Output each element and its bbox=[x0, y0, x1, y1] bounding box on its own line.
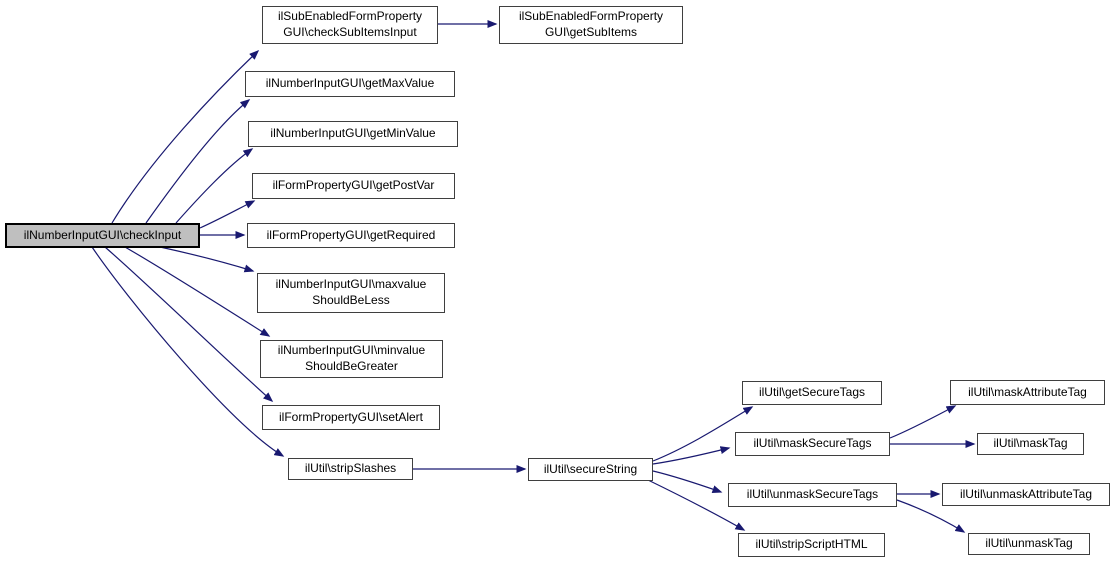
node-maskSecureTags[interactable]: ilUtil\maskSecureTags bbox=[735, 432, 890, 456]
node-stripSlashes[interactable]: ilUtil\stripSlashes bbox=[288, 458, 413, 480]
node-unmaskSecureTags[interactable]: ilUtil\unmaskSecureTags bbox=[728, 483, 897, 507]
edge-checkInput-getMaxValue bbox=[145, 99, 251, 224]
edge-checkInput-setAlert bbox=[104, 246, 274, 402]
edge-secureString-getSecureTags bbox=[652, 406, 754, 462]
node-unmaskAttributeTag[interactable]: ilUtil\unmaskAttributeTag bbox=[942, 483, 1110, 506]
edge-checkInput-minvalueShouldBeGreater bbox=[124, 246, 271, 337]
node-maskTag[interactable]: ilUtil\maskTag bbox=[977, 433, 1084, 455]
node-maxvalueShouldBeLess[interactable]: ilNumberInputGUI\maxvalue ShouldBeLess bbox=[257, 273, 445, 313]
node-unmaskTag[interactable]: ilUtil\unmaskTag bbox=[968, 533, 1090, 555]
node-getPostVar[interactable]: ilFormPropertyGUI\getPostVar bbox=[252, 173, 455, 199]
node-stripScriptHTML[interactable]: ilUtil\stripScriptHTML bbox=[738, 533, 885, 557]
node-checkInput[interactable]: ilNumberInputGUI\checkInput bbox=[5, 223, 200, 248]
edge-unmaskSecureTags-unmaskTag bbox=[896, 499, 966, 533]
edge-secureString-unmaskSecureTags bbox=[652, 470, 723, 493]
node-getSubItems[interactable]: ilSubEnabledFormProperty GUI\getSubItems bbox=[499, 6, 683, 44]
edge-checkInput-maxvalueShouldBeLess bbox=[159, 246, 255, 273]
edge-checkInput-stripSlashes bbox=[91, 246, 285, 457]
edge-secureString-maskSecureTags bbox=[652, 446, 731, 465]
node-getMinValue[interactable]: ilNumberInputGUI\getMinValue bbox=[248, 121, 458, 147]
node-setAlert[interactable]: ilFormPropertyGUI\setAlert bbox=[262, 405, 440, 430]
node-getMaxValue[interactable]: ilNumberInputGUI\getMaxValue bbox=[245, 71, 455, 97]
node-getRequired[interactable]: ilFormPropertyGUI\getRequired bbox=[247, 223, 455, 248]
edge-checkInput-getMinValue bbox=[175, 148, 254, 224]
edge-secureString-stripScriptHTML bbox=[647, 479, 746, 531]
node-secureString[interactable]: ilUtil\secureString bbox=[528, 458, 653, 481]
node-maskAttributeTag[interactable]: ilUtil\maskAttributeTag bbox=[950, 380, 1105, 405]
node-getSecureTags[interactable]: ilUtil\getSecureTags bbox=[742, 381, 882, 405]
edge-checkInput-checkSubItemsInput bbox=[111, 49, 260, 224]
edge-maskSecureTags-maskAttributeTag bbox=[889, 405, 957, 439]
node-checkSubItemsInput[interactable]: ilSubEnabledFormProperty GUI\checkSubIte… bbox=[262, 6, 438, 44]
edge-checkInput-getPostVar bbox=[199, 200, 256, 229]
node-minvalueShouldBeGreater[interactable]: ilNumberInputGUI\minvalue ShouldBeGreate… bbox=[260, 340, 443, 378]
